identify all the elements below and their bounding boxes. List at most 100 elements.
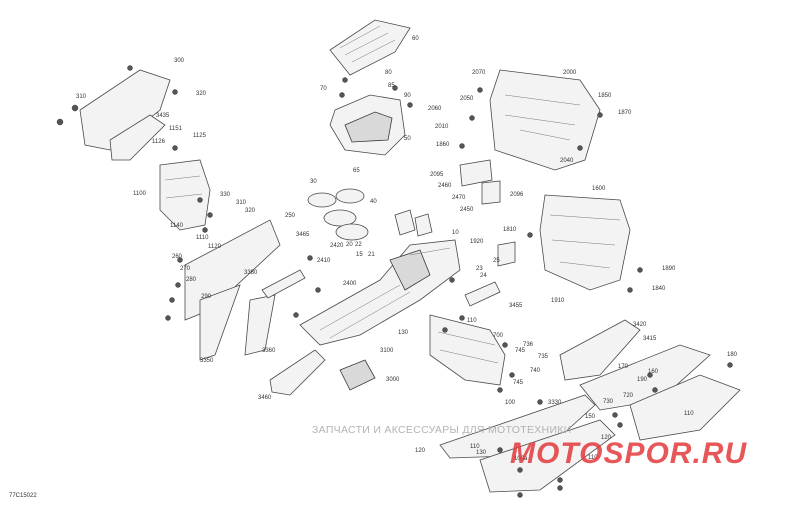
callout-2010: 2010	[435, 124, 449, 130]
callout-1110: 1110	[196, 235, 209, 241]
callout-3455: 3455	[509, 303, 523, 309]
callout-30: 30	[310, 179, 317, 185]
callout-310: 310	[76, 94, 87, 100]
callout-110: 110	[684, 411, 694, 417]
callout-330: 330	[220, 192, 231, 198]
callout-70: 70	[320, 86, 327, 92]
callout-2000: 2000	[563, 70, 577, 76]
callout-2096: 2096	[510, 192, 524, 198]
callout-80: 80	[385, 70, 392, 76]
callout-730: 730	[603, 399, 614, 405]
callout-20: 20	[346, 242, 353, 248]
callout-190: 190	[637, 377, 648, 383]
callout-3420: 3420	[633, 322, 647, 328]
callout-736: 736	[523, 342, 534, 348]
callout-10: 10	[452, 230, 459, 236]
callout-110: 110	[588, 455, 598, 461]
callout-85: 85	[388, 83, 395, 89]
callout-50: 50	[404, 136, 411, 142]
callout-2060: 2060	[428, 106, 442, 112]
part-center-lower-panel	[429, 314, 506, 386]
callout-1890: 1890	[662, 266, 676, 272]
callout-745: 745	[515, 348, 526, 354]
callout-100: 100	[505, 400, 516, 406]
callout-22: 22	[355, 242, 362, 248]
callout-60: 60	[412, 36, 419, 42]
callout-160: 160	[648, 369, 659, 375]
callout-2400: 2400	[343, 281, 357, 287]
callout-3100: 3100	[380, 348, 394, 354]
part-left-lower-panel	[184, 219, 281, 361]
callout-3380: 3380	[244, 270, 258, 276]
callout-290: 290	[201, 294, 212, 300]
callout-300: 300	[174, 58, 185, 64]
callout-280: 280	[186, 277, 197, 283]
callout-110: 110	[467, 318, 477, 324]
callout-110: 110	[470, 444, 480, 450]
callout-1151: 1151	[169, 126, 183, 132]
callout-3415: 3415	[643, 336, 657, 342]
callout-1870: 1870	[618, 110, 632, 116]
callout-1910: 1910	[551, 298, 565, 304]
part-left-side-panel	[159, 159, 211, 231]
part-cupholders	[307, 188, 369, 241]
callout-310: 310	[236, 200, 247, 206]
callout-1125: 1125	[193, 133, 207, 139]
part-seat-cover	[329, 19, 411, 76]
callout-250: 250	[285, 213, 296, 219]
callout-260: 260	[172, 254, 183, 260]
callout-3360: 3360	[262, 348, 276, 354]
callout-3350: 3350	[200, 358, 214, 364]
part-right-rear-panels	[559, 319, 741, 441]
callout-90: 90	[404, 93, 411, 99]
watermark-logo: MOTOSPOR.RU	[510, 437, 748, 470]
fastener-icons	[56, 65, 733, 498]
callout-745: 745	[513, 380, 524, 386]
callout-130: 130	[398, 330, 409, 336]
callout-1600: 1600	[592, 186, 606, 192]
callout-100a: 100a	[514, 456, 528, 462]
callout-130: 130	[476, 450, 487, 456]
callout-2095: 2095	[430, 172, 444, 178]
callout-735: 735	[538, 354, 549, 360]
callout-2460: 2460	[438, 183, 452, 189]
callout-24: 24	[480, 273, 487, 279]
callout-65: 65	[353, 168, 360, 174]
callout-21: 21	[368, 252, 375, 258]
callout-2040: 2040	[560, 158, 574, 164]
callout-2050: 2050	[460, 96, 474, 102]
callout-120: 120	[601, 435, 612, 441]
callout-1100: 1100	[133, 191, 147, 197]
part-small-brackets	[261, 209, 516, 307]
callout-740: 740	[530, 368, 541, 374]
callout-2070: 2070	[472, 70, 486, 76]
part-lower-console	[269, 349, 376, 396]
watermark-text: ЗАПЧАСТИ И АКСЕССУАРЫ ДЛЯ МОТОТЕХНИКИ	[312, 424, 572, 436]
callout-720: 720	[623, 393, 634, 399]
callout-1120: 1120	[208, 244, 222, 250]
callout-3330: 3330	[548, 400, 562, 406]
callout-2470: 2470	[452, 195, 466, 201]
callout-23: 23	[476, 266, 483, 272]
callout-270: 270	[180, 266, 191, 272]
callout-320: 320	[196, 91, 207, 97]
part-bottom-panels	[439, 394, 616, 493]
callout-15: 15	[356, 252, 363, 258]
callout-180: 180	[727, 352, 738, 358]
callout-700: 700	[493, 333, 504, 339]
callout-320: 320	[245, 208, 256, 214]
callout-120: 120	[415, 448, 426, 454]
callout-2410: 2410	[317, 258, 331, 264]
callout-1810: 1810	[503, 227, 517, 233]
callout-1920: 1920	[470, 239, 484, 245]
part-rear-upper-panel	[459, 69, 601, 205]
drawing-code: 77C15022	[9, 493, 37, 499]
part-left-upper-bracket	[79, 69, 171, 161]
callout-1850: 1850	[598, 93, 612, 99]
callout-40: 40	[370, 199, 377, 205]
callout-1140: 1140	[170, 223, 184, 229]
callout-3000: 3000	[386, 377, 400, 383]
callout-1840: 1840	[652, 286, 666, 292]
callout-1860: 1860	[436, 142, 450, 148]
